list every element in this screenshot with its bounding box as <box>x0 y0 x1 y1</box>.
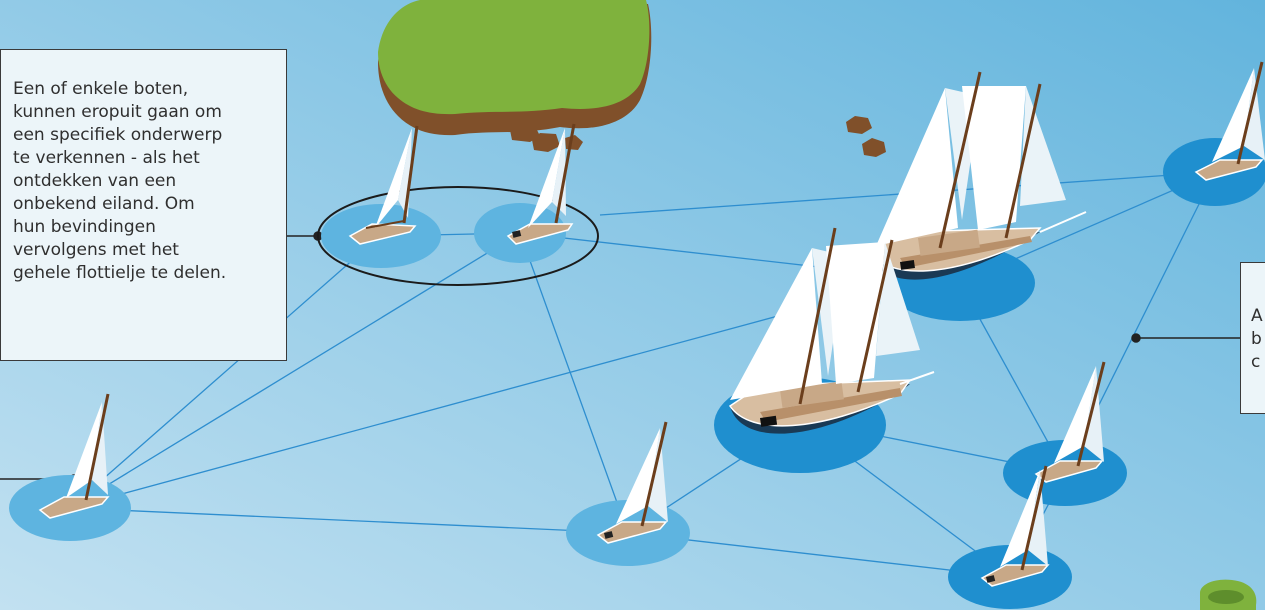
callout-exploration: Een of enkele boten, kunnen eropuit gaan… <box>0 49 287 361</box>
callout-exploration-text: Een of enkele boten, kunnen eropuit gaan… <box>13 78 272 285</box>
callout-right-partial: A b c <box>1240 262 1265 414</box>
callout-right-text: A b c <box>1251 305 1265 374</box>
island <box>378 0 651 135</box>
